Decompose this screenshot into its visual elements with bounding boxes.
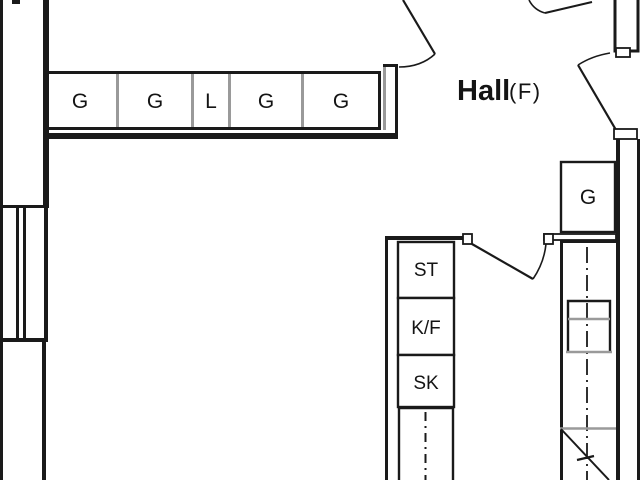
window-head [0,205,48,208]
door-arc [532,243,547,280]
wardrobe-end-wall [45,64,398,139]
window-sill [0,338,48,342]
door-arc [398,53,436,68]
door-leaf-open [613,0,640,53]
wall-outer-face [0,0,3,480]
cabinet-label: L [205,90,217,113]
cabinet-divider [191,74,194,127]
hall-closet: G [559,160,617,234]
entry-door-right [577,0,640,140]
end-wall-cap [383,64,398,67]
left-exterior-wall [0,0,49,480]
threshold-bar [543,233,617,241]
cabinet-divider [301,74,304,127]
window-pane-line [23,208,26,340]
cabinet-label: G [333,90,349,113]
counter-outer-line [385,236,388,480]
wardrobe-run: G G L G G [45,71,381,130]
door-jamb [615,47,631,58]
kitchen-bench-outline [397,406,455,480]
cabinet-back-line [45,127,381,130]
cabinet-label: G [72,90,88,113]
kitchen-unit-label: ST [414,260,439,281]
kitchen-top-wall [385,236,463,240]
wall-inner-face-lower [42,341,46,480]
wall-stub [12,0,20,4]
room-name: Hall [457,75,510,107]
utility-column [560,240,617,480]
door-arc [577,52,611,66]
end-wall-inner-line [383,67,386,130]
cabinet-front-line [45,71,381,74]
column-left-line [560,240,563,480]
right-wall [616,139,640,480]
cabinet-label: G [147,90,163,113]
wall-inner-face-upper [43,0,49,208]
kitchen-unit-label: SK [413,373,439,394]
door-jamb [543,233,554,245]
column-top-line [560,240,617,243]
wall-outer-face [637,139,640,480]
cabinet-divider [116,74,119,127]
window-inner-frame [44,208,48,341]
door-swing-top [398,0,436,68]
closet-outline [559,160,617,234]
end-wall-outer-line [395,64,398,138]
wall-inner-face [616,139,620,480]
door-leaf [402,0,436,55]
cabinet-divider [228,74,231,127]
closet-label: G [580,186,596,209]
diagonal-marker-tick [576,454,595,462]
hall-partition-wall [45,133,398,139]
cabinet-label: G [258,90,274,113]
room-suffix: (F) [509,79,542,104]
door-jamb [613,128,638,140]
window-pane-line [16,208,19,340]
kitchen-door-swing [385,233,547,280]
door-leaf [577,64,617,131]
door-arc [528,0,546,14]
hall-label: Hall (F) [457,75,542,107]
washing-machine-outline [566,299,612,352]
door-leaf [544,1,593,14]
cabinet-end-line [378,71,381,130]
door-swing-top-right [528,0,593,14]
door-leaf [471,243,534,280]
kitchen-counter-column: ST K/F SK [385,236,456,480]
diagonal-marker [560,428,610,480]
kitchen-unit-label: K/F [411,318,441,339]
door-jamb [462,233,473,245]
